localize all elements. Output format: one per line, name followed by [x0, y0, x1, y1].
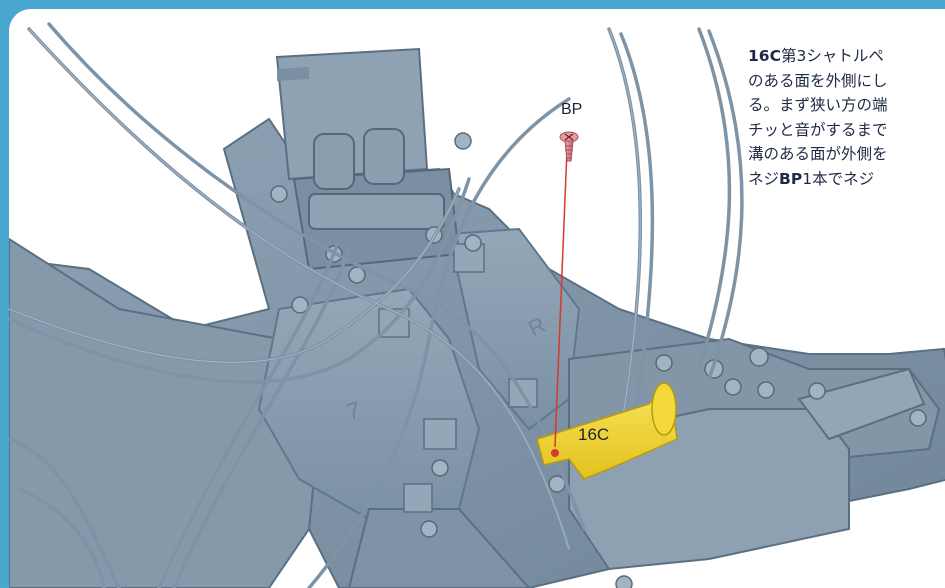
instruction-line-5: 溝のある面が外側を — [748, 145, 888, 163]
part-id: 16C — [748, 47, 781, 65]
instruction-line-2: のある面を外側にし — [748, 71, 888, 90]
instruction-line-1: 第3シャトルペ — [780, 47, 884, 65]
instruction-panel: R 7 BP 16C 16C第3シャトルペ のある面を外側にし る。まず狭い方の… — [9, 9, 945, 588]
assembly-illustration: R 7 — [9, 22, 945, 588]
instruction-text: 16C第3シャトルペ のある面を外側にし る。まず狭い方の端 チッと音がするまで… — [748, 44, 945, 191]
screw-id: BP — [779, 169, 803, 188]
screw-icon — [559, 131, 579, 162]
guide-dot — [551, 449, 559, 457]
instruction-line-3: る。まず狭い方の端 — [748, 96, 888, 114]
small-lever — [797, 367, 926, 441]
instruction-line-6-post: 1本でネジ — [802, 169, 875, 188]
instruction-line-6-pre: ネジ — [748, 169, 780, 188]
part-16c-highlight — [536, 382, 678, 480]
guide-line — [554, 148, 568, 448]
instruction-line-4: チッと音がするまで — [748, 120, 888, 139]
screw-label: BP — [561, 101, 583, 118]
square-posts — [378, 243, 538, 513]
part-label: 16C — [578, 425, 610, 444]
